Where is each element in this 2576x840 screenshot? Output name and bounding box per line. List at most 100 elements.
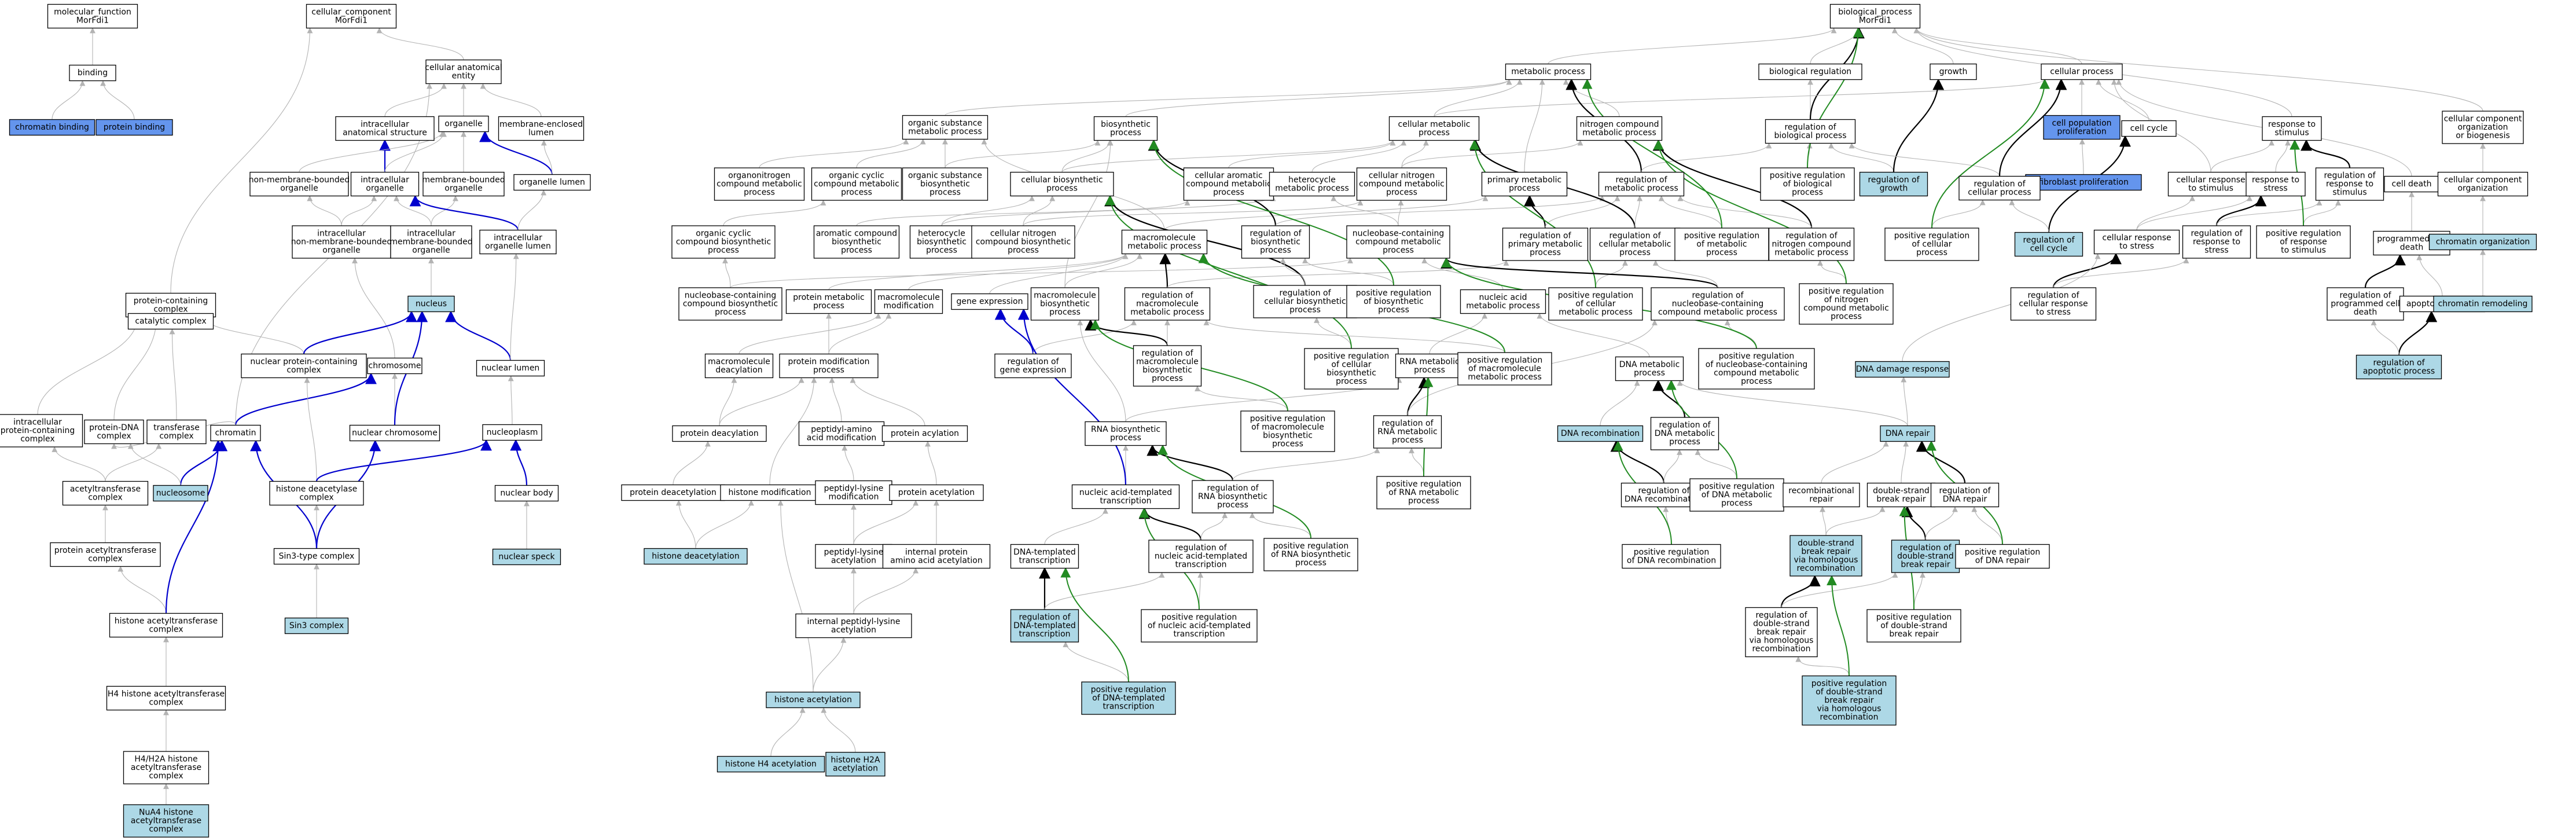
node-box — [1930, 63, 1977, 80]
node-label-line: cell cycle — [2130, 124, 2168, 133]
node-box — [153, 485, 208, 502]
node-protein-acetylation: protein acetylation — [889, 484, 984, 501]
edge-cellular-response-to-stress-to-cellular-response-to-stimulus — [2136, 195, 2195, 230]
node-label-line: process — [1792, 188, 1823, 197]
edge-positive-regulation-of-nitrogen-compound-metabolic-process-to-nitrogen-compound-metabolic-process — [1653, 139, 1847, 284]
edge-cellular-nitrogen-compound-biosynthetic-process-to-cellular-biosynthetic-process — [1023, 195, 1056, 226]
node-label-line: histone H4 acetylation — [725, 760, 817, 769]
node-label-line: nucleic acid-templated — [1155, 552, 1247, 561]
node-label-line: intracellular — [13, 418, 62, 427]
node-label-line: process — [841, 188, 872, 197]
edge-regulation-of-primary-metabolic-process-to-regulation-of-metabolic-process — [1545, 195, 1620, 229]
node-label-line: cell cycle — [2030, 244, 2068, 254]
edge-regulation-of-macromolecule-metabolic-process-to-macromolecule-metabolic-process — [1159, 252, 1171, 288]
node-label-line: response to — [2193, 237, 2240, 247]
edge-histone-acetylation-to-histone-modification — [777, 500, 814, 692]
node-label-line: intracellular — [494, 233, 542, 243]
node-label-line: macromolecule — [1034, 291, 1096, 300]
edge-intracellular-mb-organelle-to-membrane-bounded-organelle — [431, 195, 458, 226]
edge-nucleobase-containing-compound-metabolic-process-to-cellular-nitrogen-compound-metabolic-process — [1398, 200, 1404, 226]
edge-nucleosome-to-chromatin — [179, 439, 228, 486]
node-label-line: protein modification — [788, 357, 869, 366]
node-box — [1030, 287, 1100, 321]
node-box — [2327, 287, 2404, 321]
edge-dna-repair-to-dna-metabolic-process — [1677, 380, 1908, 426]
node-label-line: macromolecule — [877, 293, 940, 302]
node-label-line: acetylation — [833, 764, 878, 773]
node-label-line: internal peptidyl-lysine — [807, 617, 901, 626]
edge-cellular-aromatic-compound-metabolic-process-to-cellular-metabolic-process — [1228, 140, 1396, 168]
node-label-line: complex — [88, 555, 122, 564]
node-label-line: compound metabolic — [814, 179, 899, 189]
node-label-line: DNA-templated — [1013, 621, 1076, 630]
node-box — [1768, 228, 1855, 261]
node-box — [1192, 480, 1274, 513]
edge-histone-modification-to-protein-modification-process — [769, 377, 817, 485]
node-label-line: MorFdi1 — [76, 16, 109, 25]
node-label-line: process — [1669, 438, 1700, 447]
edge-positive-regulation-of-dna-metabolic-process-to-regulation-of-dna-metabolic-process — [1695, 449, 1737, 479]
node-label-line: process — [929, 188, 961, 197]
node-label-line: cellular biosynthetic — [1021, 175, 1103, 185]
node-label-line: nucleosome — [156, 489, 205, 498]
node-label-line: transcription — [1103, 702, 1154, 711]
node-label-line: cellular nitrogen — [1369, 171, 1435, 181]
node-box — [1799, 283, 1894, 325]
node-label-line: cellular process — [1968, 188, 2031, 197]
node-nuclear-speck: nuclear speck — [492, 548, 561, 566]
node-box — [123, 751, 210, 784]
node-label-line: positive regulation — [2266, 229, 2341, 239]
node-box — [2315, 167, 2384, 201]
node-label-line: biosynthetic — [1251, 237, 1300, 247]
node-box — [479, 229, 557, 255]
edge-intracellular-organelle-to-organelle — [384, 131, 447, 173]
edge-intracellular-organelle-lumen-to-organelle-lumen — [517, 189, 547, 230]
node-label-line: H4/H2A histone — [134, 755, 197, 764]
edge-regulation-of-growth-to-growth — [1893, 78, 1945, 173]
node-label-line: complex — [149, 625, 183, 634]
node-label-line: nucleobase-containing — [1353, 229, 1445, 239]
node-label-line: cellular_component — [311, 8, 391, 17]
edge-protein-metabolic-process-to-macromolecule-metabolic-process — [828, 253, 1129, 290]
node-label-line: process — [841, 246, 872, 255]
node-label-line: process — [1386, 188, 1417, 197]
edge-positive-regulation-of-cellular-biosynthetic-process-to-regulation-of-cellular-biosynthetic-process — [1314, 317, 1352, 349]
node-label-line: acetyltransferase — [131, 816, 201, 826]
node-label-line: deacylation — [715, 366, 762, 375]
node-label-line: process — [1110, 129, 1141, 138]
node-box — [2433, 295, 2533, 313]
node-label-line: process — [1260, 246, 1291, 255]
node-label-line: regulation of — [2324, 171, 2376, 181]
node-box — [513, 174, 591, 191]
node-box — [1598, 171, 1685, 197]
node-label-line: biosynthetic — [1263, 431, 1313, 441]
edge-intracellular-pcc-to-protein-containing-complex — [37, 316, 141, 415]
edge-regulation-of-gene-expression-to-regulation-of-macromolecule-metabolic-process — [1032, 320, 1137, 354]
node-box — [1071, 484, 1180, 509]
node-label-line: protein acetyltransferase — [54, 546, 157, 555]
edge-acetyltransferase-complex-to-intracellular-pcc — [52, 446, 106, 482]
node-label-line: cellular response — [2019, 299, 2088, 309]
node-label-line: nuclear chromosome — [352, 428, 438, 438]
node-label-line: regulation of — [1659, 421, 1711, 430]
node-box — [1783, 482, 1860, 508]
node-label-line: break repair — [1889, 630, 1939, 639]
node-label-line: cellular component — [2444, 115, 2522, 124]
node-label-line: regulation of — [1615, 175, 1667, 185]
